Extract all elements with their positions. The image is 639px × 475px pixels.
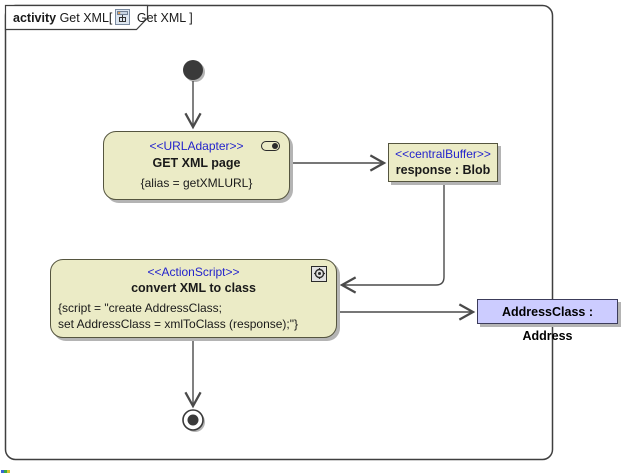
frame-activity-name: Get XML[ <box>59 11 113 25</box>
stereotype-label: <<centralBuffer>> <box>395 147 491 161</box>
frame-diagram-ref: Get XML ] <box>136 11 193 25</box>
object-node-addressclass[interactable]: AddressClass : Address <box>477 299 618 343</box>
frame-title-tab <box>4 4 149 31</box>
script-constraint-line2: set AddressClass = xmlToClass (response)… <box>58 317 299 331</box>
initial-node[interactable] <box>183 60 203 80</box>
activity-diagram-icon <box>115 9 131 28</box>
gear-icon <box>311 266 327 282</box>
buffer-name: response : Blob <box>395 163 491 177</box>
action-constraint: {alias = getXMLURL} <box>140 176 253 190</box>
edge-buffer-to-convert[interactable] <box>339 184 445 294</box>
frame-title: activity Get XML[ Get XML ] <box>13 9 193 28</box>
pin-stadium-icon <box>261 141 280 151</box>
activity-frame-border <box>4 4 554 461</box>
action-name: convert XML to class <box>131 281 256 295</box>
stereotype-label: <<URLAdapter>> <box>149 139 244 153</box>
script-constraint-line1: {script = "create AddressClass; <box>58 301 222 315</box>
stereotype-label: <<ActionScript>> <box>147 265 240 279</box>
action-get-xml-page[interactable]: <<URLAdapter>> GET XML page {alias = get… <box>103 131 290 200</box>
action-name: GET XML page <box>152 156 241 170</box>
screen-artifact <box>1 470 13 474</box>
final-node-core <box>187 414 199 426</box>
action-convert-xml-to-class[interactable]: <<ActionScript>> convert XML to class {s… <box>50 259 337 338</box>
central-buffer-response[interactable]: <<centralBuffer>> response : Blob <box>388 143 498 182</box>
frame-keyword: activity <box>13 11 57 25</box>
object-name: AddressClass : Address <box>501 305 593 343</box>
